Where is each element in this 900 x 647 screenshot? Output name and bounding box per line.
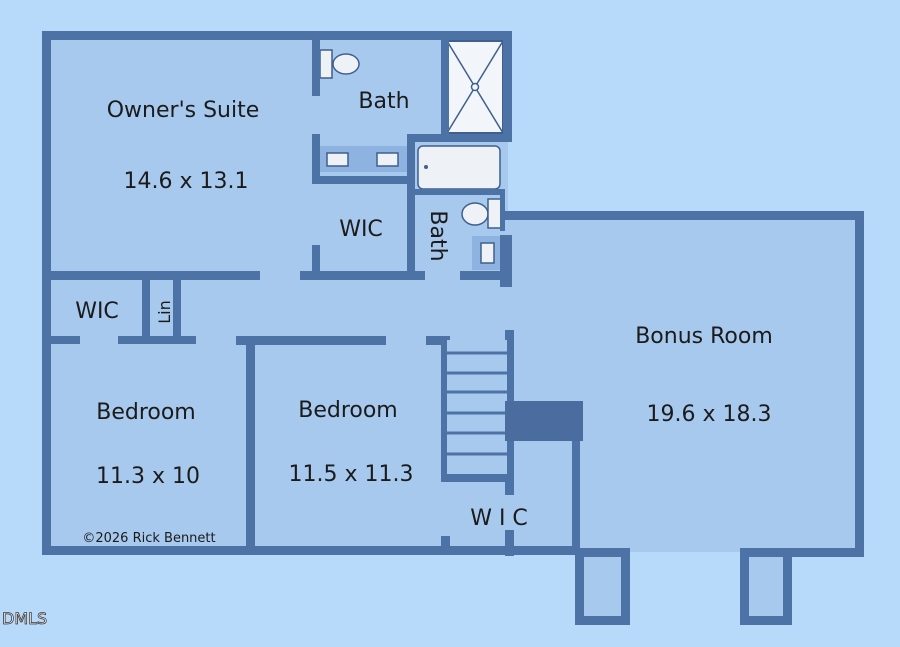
left-bedroom-name: Bedroom bbox=[96, 400, 196, 425]
stairs bbox=[441, 340, 583, 482]
room-labels: Owner's Suite 14.6 x 13.1 Bath WIC Bath … bbox=[2, 89, 773, 628]
stair-landing bbox=[505, 401, 583, 441]
left-bedroom-dims: 11.3 x 10 bbox=[96, 464, 200, 489]
middle-bedroom-dims: 11.5 x 11.3 bbox=[289, 462, 414, 487]
owners-suite-name: Owner's Suite bbox=[107, 98, 260, 123]
bonus-room-name: Bonus Room bbox=[635, 324, 773, 349]
toilet-hall-bath bbox=[461, 198, 503, 229]
shower bbox=[446, 40, 504, 134]
hall-bath-sink bbox=[472, 236, 502, 270]
stair-wic-name: W I C bbox=[470, 506, 528, 531]
hall-bath-name: Bath bbox=[425, 210, 450, 261]
left-wic-name: WIC bbox=[75, 299, 119, 324]
bonus-room-dims: 19.6 x 18.3 bbox=[647, 402, 772, 427]
linen-name: Lin bbox=[155, 300, 174, 324]
owner-wic-name: WIC bbox=[339, 217, 383, 242]
fixtures bbox=[318, 40, 504, 270]
vanity-sinks bbox=[318, 146, 407, 172]
walls bbox=[42, 31, 864, 625]
copyright-text: ©2026 Rick Bennett bbox=[82, 531, 215, 546]
owners-suite-dims: 14.6 x 13.1 bbox=[124, 169, 249, 194]
watermark-text: DMLS bbox=[2, 609, 47, 628]
bathtub bbox=[417, 145, 501, 190]
owner-bath-name: Bath bbox=[358, 89, 409, 114]
middle-bedroom-name: Bedroom bbox=[298, 398, 398, 423]
floor-area bbox=[47, 36, 860, 620]
